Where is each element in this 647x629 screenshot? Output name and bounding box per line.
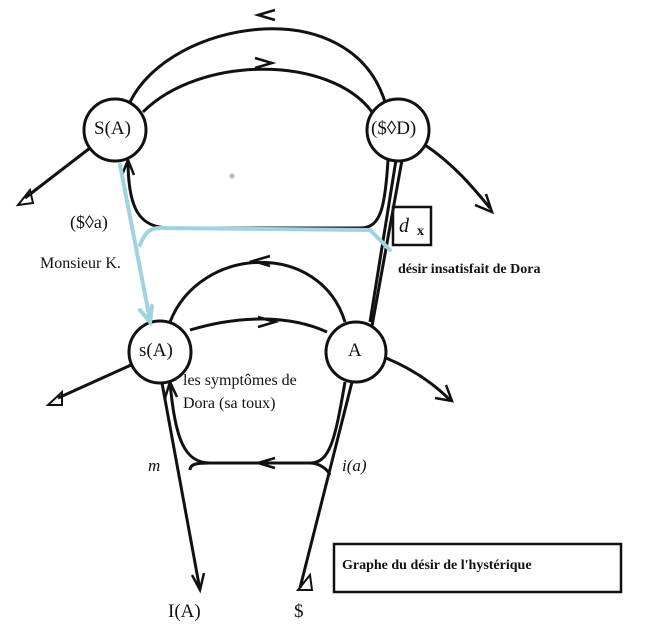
label-monsieur-k: Monsieur K. bbox=[40, 255, 121, 272]
highlight-line-monsieur-k bbox=[118, 163, 152, 322]
label-i-a: i(a) bbox=[342, 456, 367, 475]
label-desir-insatisfait: désir insatisfait de Dora bbox=[398, 262, 541, 277]
arrow-right-upper bbox=[254, 56, 277, 70]
diagram-title: Graphe du désir de l'hystérique bbox=[342, 558, 532, 573]
label-barred-s-diamond-a: ($◊a) bbox=[70, 212, 108, 232]
node-barred-s-diamond-d: ($◊D) bbox=[371, 118, 417, 139]
right-arrow-lower bbox=[385, 356, 452, 402]
d-x-box bbox=[391, 205, 433, 247]
middle-loop bbox=[126, 159, 390, 230]
upper-inner-arc bbox=[141, 67, 374, 114]
left-tail-lower bbox=[57, 363, 132, 400]
highlight-line-desire bbox=[138, 225, 392, 252]
node-i-big-a: I(A) bbox=[168, 601, 201, 622]
lower-inner-arc bbox=[189, 317, 328, 334]
left-tail-upper bbox=[24, 146, 91, 200]
lower-outer-arc bbox=[168, 260, 347, 323]
arrow-left-top bbox=[253, 8, 276, 22]
node-barred-s: $ bbox=[294, 601, 304, 622]
node-big-a: A bbox=[348, 340, 362, 361]
title-box bbox=[332, 542, 623, 594]
node-circle-s-barred-a bbox=[82, 97, 148, 163]
label-x: x bbox=[417, 224, 424, 239]
node-small-s-a: s(A) bbox=[139, 340, 173, 361]
line-d-to-a bbox=[370, 159, 404, 327]
label-d: d bbox=[399, 215, 409, 237]
node-circle-small-s-a bbox=[127, 319, 193, 385]
label-symptomes-line2: Dora (sa toux) bbox=[183, 395, 276, 412]
right-arrow-upper bbox=[424, 143, 492, 209]
node-circle-barred-s-diamond-d bbox=[365, 97, 431, 163]
label-symptomes-line1: les symptômes de bbox=[183, 372, 297, 389]
node-circle-big-a bbox=[324, 320, 388, 384]
label-m: m bbox=[148, 456, 161, 475]
stray-dot bbox=[229, 173, 235, 179]
upper-outer-arc bbox=[128, 27, 387, 103]
line-from-barred-s bbox=[298, 381, 354, 589]
line-to-i-a bbox=[160, 382, 202, 591]
node-s-barred-a: S(A) bbox=[94, 118, 131, 139]
